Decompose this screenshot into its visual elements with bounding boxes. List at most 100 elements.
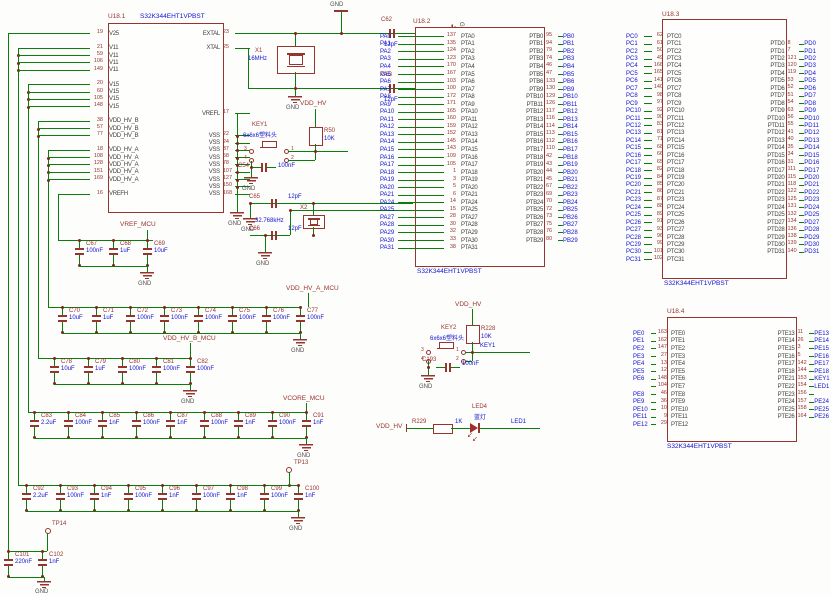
ic-part-number: S32K344EHT1VPBST (417, 268, 482, 275)
pin-number: 162 (657, 336, 667, 343)
ic-part-number: S32K344EHT1VPBST (667, 443, 732, 450)
pin-name: PTB11 (526, 101, 544, 108)
pin-name: PTC1 (667, 41, 682, 48)
capacitor-symbol (22, 484, 31, 512)
pin-name: VDD_HV_B (109, 125, 139, 132)
wire (644, 80, 652, 82)
pin-name: PTE22 (777, 383, 795, 390)
net-label: PA13 (380, 131, 395, 138)
net-label: PE9 (633, 399, 645, 406)
net-label: PB6 (563, 79, 575, 86)
net-label: PA8 (380, 94, 391, 101)
pin-name: PTD14 (767, 145, 785, 152)
pin-name: PTD3 (770, 63, 785, 70)
wire (398, 96, 444, 98)
junction-dot (293, 86, 297, 90)
pin-number: 166 (653, 61, 663, 68)
capacitor-symbol (194, 306, 203, 334)
wire (644, 95, 652, 97)
pin-name: PTA16 (461, 154, 478, 161)
net-label: PC13 (626, 130, 642, 137)
pin-number: 90 (656, 114, 663, 121)
pin-number: 102 (653, 255, 663, 262)
pin-name: PTA17 (461, 162, 478, 169)
pin-number: 57 (96, 124, 103, 130)
ground-label: GND (297, 453, 311, 459)
pin-name: PTA9 (461, 101, 475, 108)
wire (651, 424, 656, 426)
capacitor-value: 100nF (129, 365, 147, 372)
junction-dot (248, 201, 252, 205)
net-label: PE11 (633, 414, 648, 421)
capacitor-symbol (262, 231, 286, 240)
pin-number: 53 (787, 76, 794, 83)
pin-name: PTC31 (667, 256, 685, 263)
junction-dot (235, 170, 239, 174)
net-label: PC3 (626, 56, 638, 63)
capacitor-value: 100nF (307, 314, 325, 321)
capacitor-ref: C54 (238, 163, 250, 169)
net-label: PC23 (626, 197, 642, 204)
pin-name: VDD_HV_A (109, 169, 139, 176)
capacitor-value: 1nF (177, 419, 188, 426)
capacitor-symbol (118, 357, 127, 385)
wire (644, 177, 652, 179)
wire (809, 356, 815, 358)
capacitor-symbol (30, 411, 39, 439)
net-label: PC4 (626, 63, 638, 70)
net-label: PB4 (563, 63, 575, 70)
net-label: PC8 (626, 93, 638, 100)
capacitor-value: 1nF (109, 419, 120, 426)
wire (558, 43, 563, 45)
ic-pin-row (154, 37, 250, 44)
wire (799, 125, 805, 127)
wire (558, 36, 563, 38)
ground-icon (230, 212, 244, 219)
wire (8, 33, 90, 35)
pin-name: PTB19 (526, 162, 543, 169)
pin-number: 165 (446, 107, 456, 114)
ic-part-number: S32K344EHT1VPBST (140, 13, 205, 20)
ic-pin-row (154, 118, 250, 125)
pin-name: PTA15 (461, 146, 478, 153)
pin-name: PTE24 (777, 399, 795, 406)
ground-icon (183, 390, 197, 397)
wire (235, 179, 250, 181)
net-label: PD12 (804, 130, 820, 137)
net-label: PA14 (380, 139, 395, 146)
junction-dot (426, 365, 430, 369)
net-label: PD9 (804, 108, 816, 115)
net-label: PA0 (380, 33, 391, 40)
pin-name: PTA10 (461, 109, 478, 116)
wire (48, 164, 90, 166)
wire (306, 438, 307, 444)
wire (235, 142, 250, 144)
net-label: PE3 (633, 353, 645, 360)
pin-number: 13 (660, 359, 667, 366)
net-label: PA29 (380, 229, 395, 236)
pin-number: 115 (787, 173, 797, 180)
pin-name: PTE14 (777, 338, 795, 345)
pin-name: PTB1 (529, 41, 543, 48)
net-label: PB15 (563, 131, 578, 138)
wire (809, 416, 815, 418)
pin-number: 58 (222, 153, 229, 160)
capacitor-ref: C65 (249, 194, 261, 200)
pin-name: PTA28 (461, 222, 478, 229)
net-label: PB5 (563, 71, 575, 78)
capacitor-symbol (124, 484, 133, 512)
